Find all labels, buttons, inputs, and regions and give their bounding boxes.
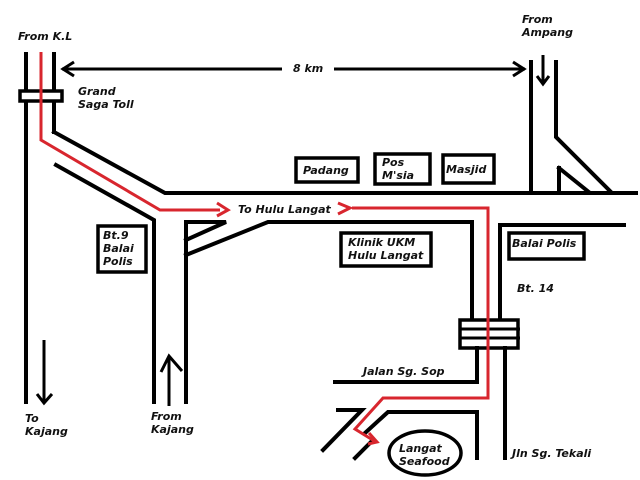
from-ampang-label-2: Ampang bbox=[521, 26, 573, 39]
destination-label-1: Langat bbox=[399, 442, 443, 455]
toll-label-1: Grand bbox=[78, 85, 116, 98]
pos-label-2: M'sia bbox=[382, 169, 414, 182]
destination-label-2: Seafood bbox=[399, 455, 450, 468]
ampang-road bbox=[529, 60, 638, 195]
bt14-label: Bt. 14 bbox=[517, 282, 554, 295]
from-kajang-label-1: From bbox=[151, 410, 182, 423]
kl-kajang-highway bbox=[24, 52, 638, 404]
pos-malaysia-box bbox=[373, 152, 432, 186]
to-kajang-label-2: Kajang bbox=[25, 425, 68, 438]
langat-seafood-marker bbox=[387, 429, 463, 477]
from-kajang-arrow bbox=[159, 353, 184, 406]
from-kajang-label-2: Kajang bbox=[151, 423, 194, 436]
klinik-ukm-box bbox=[339, 231, 433, 268]
bt9-label-1: Bt.9 bbox=[103, 229, 129, 242]
from-ampang-label-1: From bbox=[522, 13, 553, 26]
bt9-label-2: Balai bbox=[103, 242, 134, 255]
jln-sg-tekali-label: Jln Sg. Tekali bbox=[510, 447, 591, 460]
jalan-sg-sop-label: Jalan Sg. Sop bbox=[361, 365, 445, 378]
to-kajang-arrow bbox=[35, 340, 54, 406]
klinik-label-2: Hulu Langat bbox=[348, 249, 424, 262]
toll-label-2: Saga Toll bbox=[78, 98, 134, 111]
klinik-label-1: Klinik UKM bbox=[348, 236, 415, 249]
to-kajang-label-1: To bbox=[25, 412, 39, 425]
to-hulu-langat-label: To Hulu Langat bbox=[238, 203, 332, 216]
masjid-box bbox=[441, 153, 496, 185]
padang-box bbox=[294, 156, 360, 184]
bridge bbox=[458, 318, 520, 350]
pos-label-1: Pos bbox=[382, 156, 405, 169]
bt9-label-3: Polis bbox=[103, 255, 133, 268]
distance-label: 8 km bbox=[293, 62, 323, 75]
hulu-langat-road bbox=[183, 220, 474, 404]
balai-polis-label: Balai Polis bbox=[512, 237, 577, 250]
balai-polis-box bbox=[507, 231, 586, 261]
bt14-road bbox=[498, 223, 626, 322]
from-ampang-arrow bbox=[535, 55, 551, 87]
bt9-balai-polis-box bbox=[96, 224, 148, 274]
from-kl-label: From K.L bbox=[18, 30, 72, 43]
padang-label: Padang bbox=[303, 164, 349, 177]
route-line bbox=[39, 52, 490, 446]
masjid-label: Masjid bbox=[446, 163, 486, 176]
distance-arrow bbox=[60, 60, 527, 78]
